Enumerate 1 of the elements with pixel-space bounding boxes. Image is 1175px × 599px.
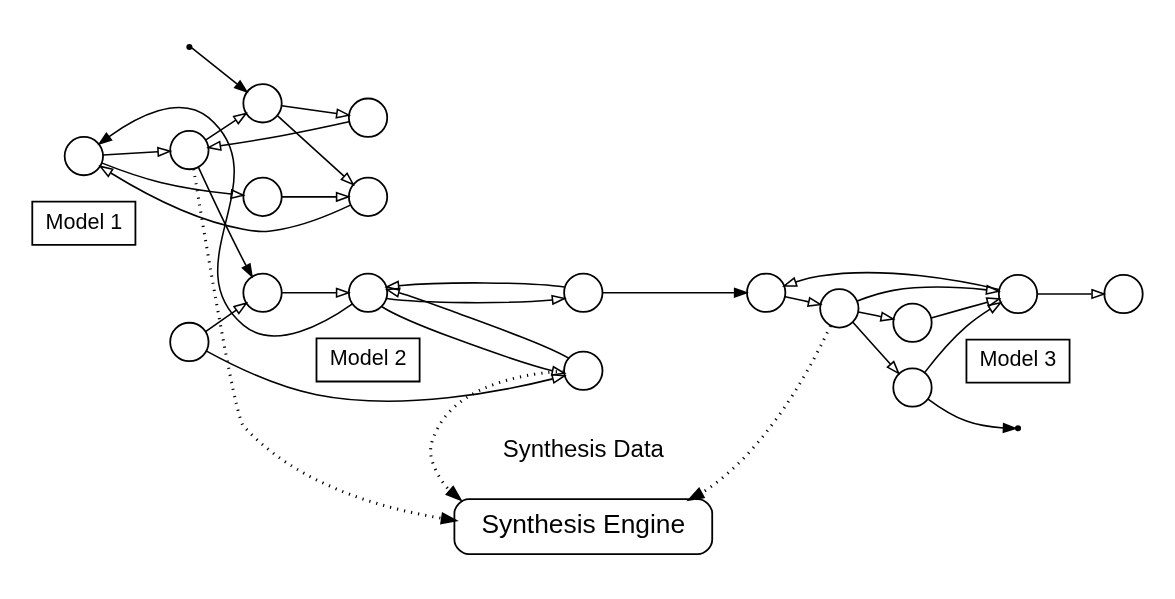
label: Synthesis Data (502, 435, 664, 463)
